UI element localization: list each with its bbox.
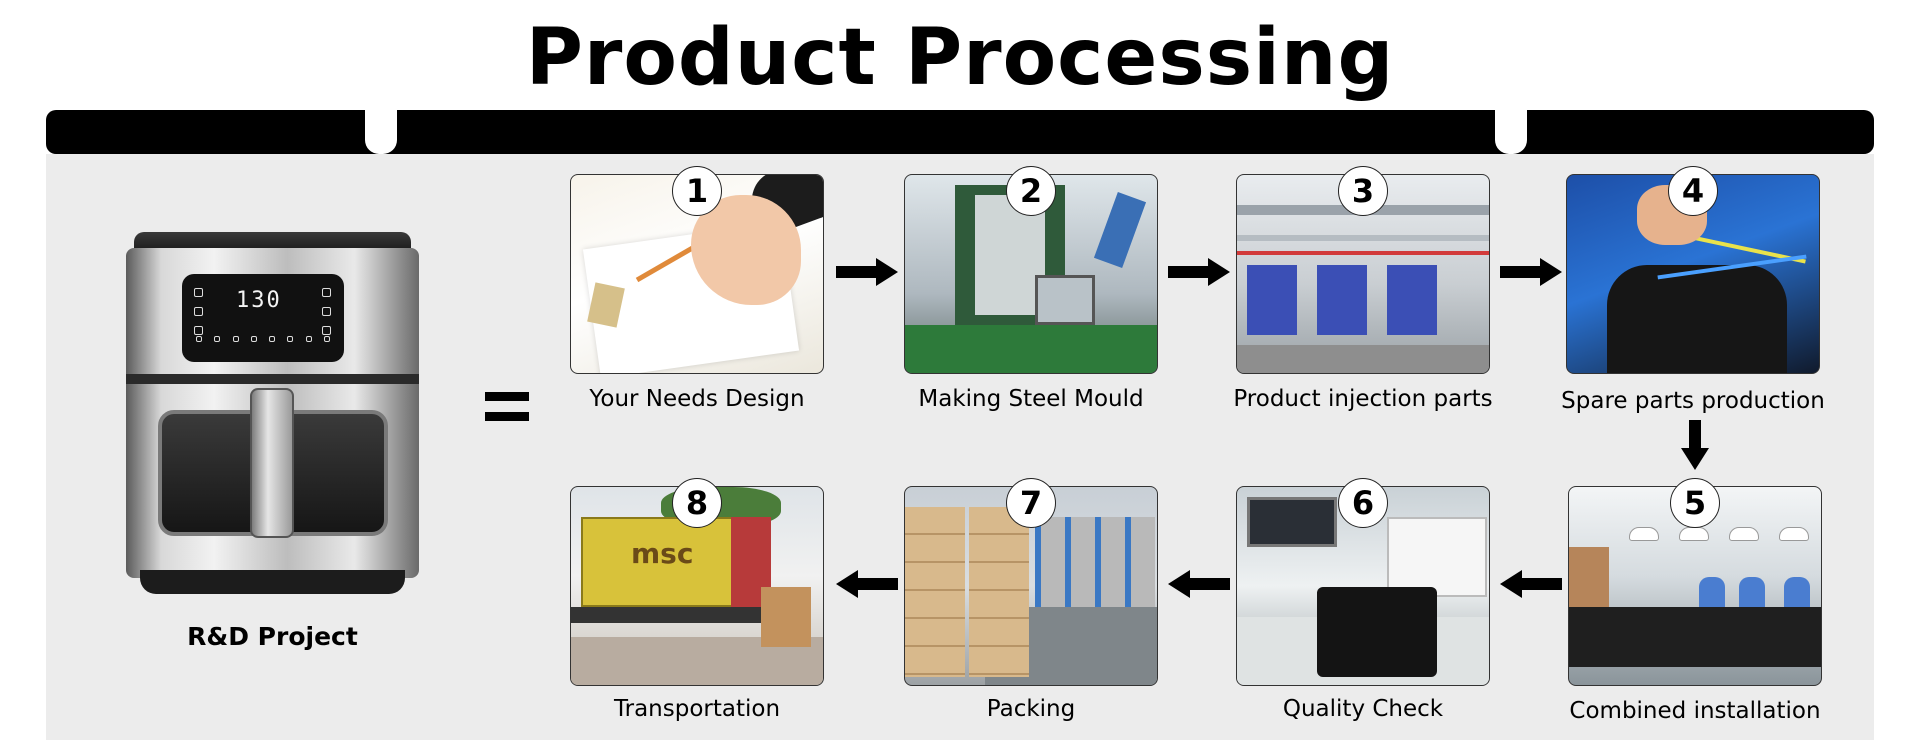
step-1-card: 1 <box>570 166 824 374</box>
step-2-label: Making Steel Mould <box>918 386 1144 412</box>
step-7-label: Packing <box>986 696 1076 722</box>
air-fryer-image: 130 <box>120 232 425 594</box>
step-4-card: 4 <box>1566 166 1820 374</box>
step-7-number-badge: 7 <box>1006 478 1056 528</box>
step-3-card: 3 <box>1236 166 1490 374</box>
container-brand-text: msc <box>631 537 694 570</box>
fryer-seam <box>126 374 419 384</box>
arrow-down-icon <box>1681 420 1709 470</box>
step-6-card: 6 <box>1236 478 1490 686</box>
step-2-card: 2 <box>904 166 1158 374</box>
arrow-right-icon <box>836 258 898 286</box>
fryer-display-digits: 130 <box>236 288 282 313</box>
arrow-left-icon <box>1168 570 1230 598</box>
fryer-preset-icons <box>196 336 330 342</box>
step-1-number-badge: 1 <box>672 166 722 216</box>
fryer-control-panel: 130 <box>182 274 344 362</box>
step-2-number-badge: 2 <box>1006 166 1056 216</box>
fryer-left-icons <box>194 288 204 345</box>
arrow-right-icon <box>1168 258 1230 286</box>
step-6-label: Quality Check <box>1282 696 1444 722</box>
step-8-label: Transportation <box>613 696 781 722</box>
step-3-number-badge: 3 <box>1338 166 1388 216</box>
step-5-number-badge: 5 <box>1670 478 1720 528</box>
step-6-photo <box>1236 486 1490 686</box>
equals-sign <box>485 392 529 432</box>
step-1-label: Your Needs Design <box>589 386 805 412</box>
step-7-card: 7 <box>904 478 1158 686</box>
header-bar-notch <box>1495 110 1527 154</box>
step-4-label: Spare parts production <box>1561 388 1825 414</box>
page-title: Product Processing <box>525 13 1395 103</box>
header-bar-notch <box>365 110 397 154</box>
fryer-handle <box>250 388 294 538</box>
header-bar <box>46 110 1874 154</box>
fryer-base <box>140 570 405 594</box>
arrow-left-icon <box>1500 570 1562 598</box>
arrow-right-icon <box>1500 258 1562 286</box>
step-5-card: 5 <box>1568 478 1822 686</box>
step-8-card: msc 8 <box>570 478 824 686</box>
step-5-label: Combined installation <box>1569 698 1821 724</box>
product-label: R&D Project <box>187 622 358 651</box>
step-6-number-badge: 6 <box>1338 478 1388 528</box>
step-4-number-badge: 4 <box>1668 166 1718 216</box>
step-3-label: Product injection parts <box>1233 386 1493 412</box>
step-7-photo <box>904 486 1158 686</box>
fryer-right-icons <box>322 288 332 345</box>
fryer-lid <box>134 232 411 252</box>
arrow-left-icon <box>836 570 898 598</box>
step-8-number-badge: 8 <box>672 478 722 528</box>
